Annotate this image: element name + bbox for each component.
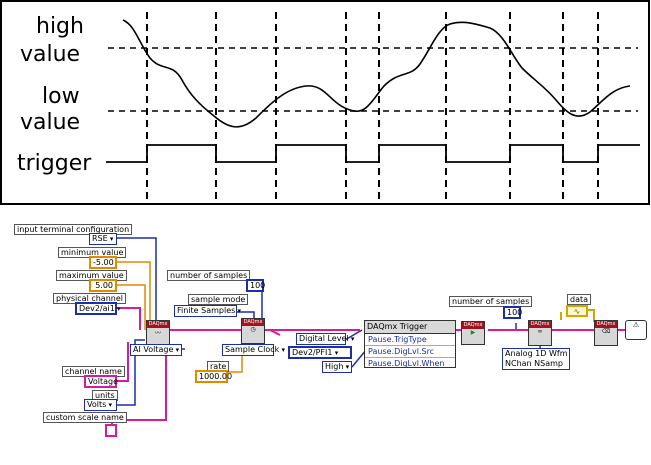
trigger-type-selector[interactable]: Digital Level [296, 333, 349, 345]
vi-header: DAQmx [595, 321, 617, 328]
trigger-node-row-dig-src[interactable]: Pause.DigLvl.Src [365, 346, 455, 358]
input-terminal-configuration-label: input terminal configuration [14, 224, 133, 235]
read-mode-selector[interactable]: Analog 1D Wfm NChan NSamp [502, 348, 570, 370]
sample-mode-control[interactable]: Finite Samples [174, 305, 237, 317]
label-low-value: value [20, 110, 80, 135]
daqmx-timing-vi[interactable]: DAQmx ◷ [241, 318, 265, 344]
ai-voltage-selector[interactable]: AI Voltage [130, 344, 182, 356]
trigger-source-control[interactable]: Dev2/PFI1 [288, 346, 352, 359]
custom-scale-name-control[interactable] [105, 424, 117, 437]
input-terminal-configuration-control[interactable]: RSE [89, 233, 117, 245]
trigger-signal-wave [106, 144, 640, 163]
clock-icon: ◷ [250, 326, 256, 333]
custom-scale-name-label: custom scale name [43, 412, 127, 423]
read-mode-line1: Analog 1D Wfm [505, 349, 568, 358]
trigger-node-row-trig-type[interactable]: Pause.TrigType [365, 334, 455, 346]
daqmx-clear-task-vi[interactable]: DAQmx ⌫ [594, 320, 618, 346]
number-of-samples-control-1[interactable]: 100 [246, 279, 265, 292]
trigger-node-row-dig-when[interactable]: Pause.DigLvl.When [368, 359, 445, 368]
vi-header: DAQmx [462, 322, 484, 329]
daqmx-start-task-vi[interactable]: DAQmx ▶ [461, 321, 485, 345]
number-of-samples-label-1: number of samples [167, 270, 251, 281]
trigger-when-selector[interactable]: High [322, 361, 352, 373]
timing-diagram-frame [0, 0, 650, 205]
data-label: data [567, 294, 592, 305]
label-high-value: value [20, 42, 80, 67]
play-icon: ▶ [470, 329, 476, 336]
channel-name-control[interactable]: Voltage [84, 375, 118, 388]
glasses-icon: ∞ [537, 328, 543, 335]
daqmx-channel-icon: 〰 [154, 330, 161, 337]
vi-header: DAQmx [147, 321, 169, 328]
units-control[interactable]: Volts [84, 399, 117, 411]
trigger-node-title: DAQmx Trigger [365, 321, 455, 334]
daqmx-read-vi[interactable]: DAQmx ∞ [528, 320, 552, 346]
daqmx-trigger-property-node[interactable]: DAQmx Trigger Pause.TrigType Pause.DigLv… [364, 320, 456, 368]
sample-mode-label: sample mode [188, 294, 249, 305]
error-icon: ⚠ [632, 321, 640, 329]
eraser-icon: ⌫ [601, 328, 611, 335]
maximum-value-control[interactable]: 5.00 [89, 279, 117, 292]
number-of-samples-label-2: number of samples [449, 296, 533, 307]
label-trigger: trigger [17, 151, 92, 176]
label-low: low [42, 84, 80, 109]
rate-control[interactable]: 1000.00 [195, 370, 232, 383]
edge-markers [146, 12, 599, 200]
vi-header: DAQmx [529, 321, 551, 328]
error-handler-vi[interactable]: ⚠ [625, 320, 647, 340]
minimum-value-control[interactable]: -5.00 [89, 256, 117, 269]
waveform-icon: ∿ [573, 307, 581, 316]
vi-header: DAQmx [242, 319, 264, 326]
physical-channel-control[interactable]: Dev2/ai1 [75, 302, 117, 315]
label-high: high [36, 14, 84, 39]
analog-signal-curve [122, 19, 631, 128]
sample-clock-selector[interactable]: Sample Clock [222, 344, 279, 356]
read-mode-line2: NChan NSamp [505, 359, 563, 368]
number-of-samples-control-2[interactable]: 100 [503, 306, 522, 319]
daqmx-create-channel-vi[interactable]: DAQmx 〰 [146, 320, 170, 346]
data-indicator[interactable]: ∿ [566, 305, 588, 317]
